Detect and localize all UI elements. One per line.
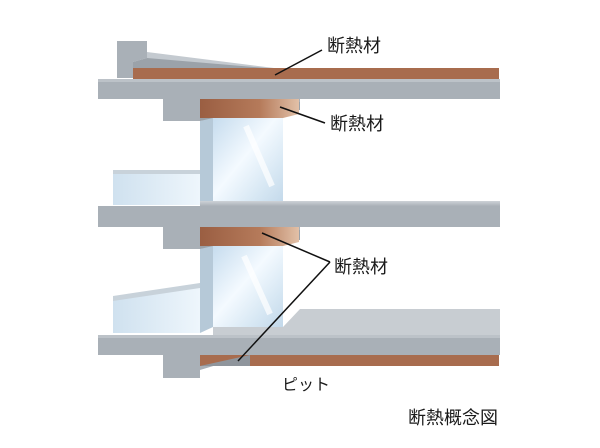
- upper-beam-insulation: [200, 99, 299, 118]
- roof-slab-highlight: [98, 79, 500, 82]
- lower-beam-insulation: [200, 227, 299, 246]
- leader-line-upper-beam: [279, 106, 326, 124]
- label-insulation-lower-beam: 断熱材: [334, 257, 388, 278]
- label-insulation-roof: 断熱材: [327, 36, 381, 57]
- ground-slab-highlight: [98, 335, 500, 338]
- roof-insulation: [133, 68, 499, 79]
- upper-glass-reflection: [243, 124, 275, 188]
- lower-floor-surface: [213, 309, 500, 335]
- pit-insulation: [200, 355, 499, 366]
- roof-slab: [98, 79, 500, 99]
- roof-parapet: [117, 41, 147, 78]
- leader-line-lower-beam-2: [237, 261, 331, 362]
- upper-wall-side: [200, 118, 213, 205]
- lower-glass-reflection: [241, 254, 273, 316]
- middle-slab: [98, 206, 500, 227]
- lower-railing-cap: [113, 283, 200, 301]
- label-insulation-upper-beam: 断熱材: [330, 114, 384, 135]
- pit-beam-shadow: [200, 355, 250, 366]
- diagram-caption: 断熱概念図: [408, 408, 498, 429]
- upper-window-glass: [213, 118, 283, 205]
- lower-wall-side: [200, 246, 213, 333]
- upper-railing-cap: [113, 170, 200, 174]
- leader-line-roof: [274, 49, 323, 76]
- middle-slab-top: [98, 201, 500, 206]
- ground-slab: [98, 335, 500, 355]
- upper-balcony-railing: [113, 171, 200, 205]
- roof-beam: [163, 99, 300, 121]
- middle-beam: [163, 227, 300, 249]
- leader-line-lower-beam-1: [261, 232, 331, 263]
- label-pit: ピット: [282, 375, 331, 394]
